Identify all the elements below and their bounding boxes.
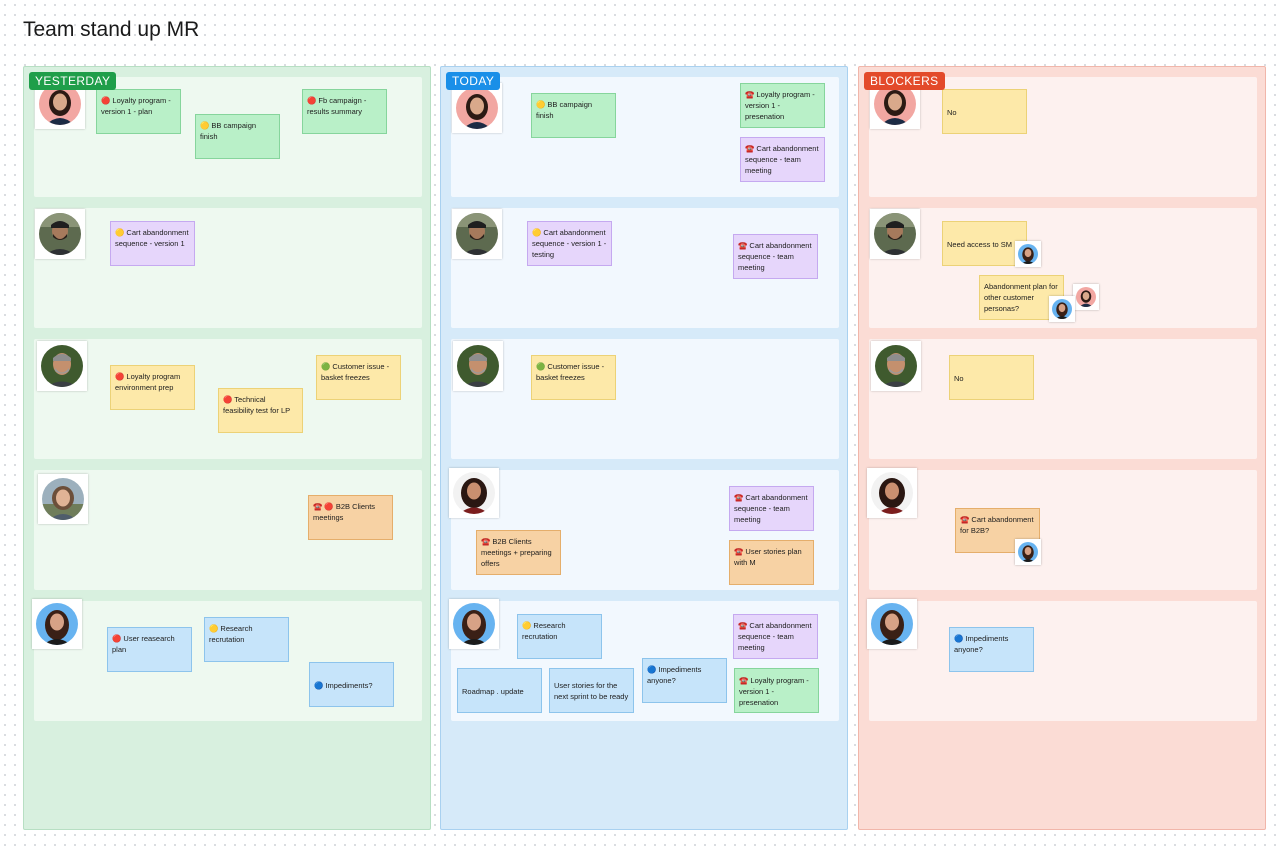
row-person-2: Need access to SM Abandonment plan for o… xyxy=(869,208,1257,328)
row-person-2: 🟡 Cart abandonment sequence - version 1 … xyxy=(451,208,839,328)
mini-avatar[interactable] xyxy=(1015,241,1041,267)
row-person-1: No xyxy=(869,77,1257,197)
row-person-3: 🟢 Customer issue - basket freezes xyxy=(451,339,839,459)
row-person-4: ☎️ Cart abandonment for B2B? xyxy=(869,470,1257,590)
sticky-note[interactable]: 🔵 Impediments anyone? xyxy=(949,627,1034,672)
row-person-5: 🟡 Research recrutation ☎️ Cart abandonme… xyxy=(451,601,839,721)
sticky-note[interactable]: 🔴 Fb campaign - results summary xyxy=(302,89,387,134)
avatar[interactable] xyxy=(38,474,88,524)
sticky-note[interactable]: Roadmap . update xyxy=(457,668,542,713)
column-yesterday: YESTERDAY 🔴 Loyalty program - version 1 … xyxy=(23,66,431,830)
avatar[interactable] xyxy=(870,209,920,259)
mini-avatar[interactable] xyxy=(1015,539,1041,565)
mini-avatar[interactable] xyxy=(1073,284,1099,310)
sticky-note[interactable]: User stories for the next sprint to be r… xyxy=(549,668,634,713)
sticky-note[interactable]: 🟡 Cart abandonment sequence - version 1 xyxy=(110,221,195,266)
board-title: Team stand up MR xyxy=(23,18,199,42)
sticky-note[interactable]: ☎️ Cart abandonment sequence - team meet… xyxy=(740,137,825,182)
sticky-note[interactable]: ☎️ Cart abandonment sequence - team meet… xyxy=(733,234,818,279)
column-label-blockers[interactable]: BLOCKERS xyxy=(864,72,945,90)
avatar[interactable] xyxy=(32,599,82,649)
avatar[interactable] xyxy=(452,209,502,259)
sticky-note[interactable]: 🟢 Customer issue - basket freezes xyxy=(531,355,616,400)
sticky-note[interactable]: No xyxy=(942,89,1027,134)
sticky-note[interactable]: 🟡 Research recrutation xyxy=(517,614,602,659)
sticky-note[interactable]: 🟢 Customer issue - basket freezes xyxy=(316,355,401,400)
sticky-note[interactable]: 🔴 Loyalty program - version 1 - plan xyxy=(96,89,181,134)
row-person-1: 🟡 BB campaign finish ☎️ Loyalty program … xyxy=(451,77,839,197)
row-person-5: 🔵 Impediments anyone? xyxy=(869,601,1257,721)
sticky-note[interactable]: 🟡 Research recrutation xyxy=(204,617,289,662)
avatar[interactable] xyxy=(452,83,502,133)
sticky-note[interactable]: 🔵 Impediments? xyxy=(309,662,394,707)
row-person-4: ☎️ 🔴 B2B Clients meetings xyxy=(34,470,422,590)
avatar[interactable] xyxy=(449,599,499,649)
sticky-note[interactable]: ☎️ User stories plan with M xyxy=(729,540,814,585)
mini-avatar[interactable] xyxy=(1049,296,1075,322)
column-label-today[interactable]: TODAY xyxy=(446,72,500,90)
sticky-note[interactable]: 🔴 Loyalty program environment prep xyxy=(110,365,195,410)
avatar[interactable] xyxy=(867,468,917,518)
sticky-note[interactable]: 🟡 Cart abandonment sequence - version 1 … xyxy=(527,221,612,266)
row-person-5: 🔴 User reasearch plan 🟡 Research recruta… xyxy=(34,601,422,721)
avatar[interactable] xyxy=(871,341,921,391)
row-person-3: No xyxy=(869,339,1257,459)
sticky-note[interactable]: 🔴 User reasearch plan xyxy=(107,627,192,672)
avatar[interactable] xyxy=(37,341,87,391)
sticky-note[interactable]: ☎️ Loyalty program - version 1 - presena… xyxy=(734,668,819,713)
sticky-note[interactable]: No xyxy=(949,355,1034,400)
row-person-4: ☎️ Cart abandonment sequence - team meet… xyxy=(451,470,839,590)
sticky-note[interactable]: ☎️ B2B Clients meetings + preparing offe… xyxy=(476,530,561,575)
avatar[interactable] xyxy=(35,209,85,259)
sticky-note[interactable]: 🔴 Technical feasibility test for LP xyxy=(218,388,303,433)
sticky-note[interactable]: 🟡 BB campaign finish xyxy=(531,93,616,138)
avatar[interactable] xyxy=(867,599,917,649)
avatar[interactable] xyxy=(453,341,503,391)
row-person-1: 🔴 Loyalty program - version 1 - plan 🟡 B… xyxy=(34,77,422,197)
column-today: TODAY 🟡 BB campaign finish ☎️ Loyalty pr… xyxy=(440,66,848,830)
sticky-note[interactable]: ☎️ 🔴 B2B Clients meetings xyxy=(308,495,393,540)
row-person-2: 🟡 Cart abandonment sequence - version 1 xyxy=(34,208,422,328)
sticky-note[interactable]: 🔵 Impediments anyone? xyxy=(642,658,727,703)
row-person-3: 🔴 Loyalty program environment prep 🔴 Tec… xyxy=(34,339,422,459)
sticky-note[interactable]: ☎️ Cart abandonment sequence - team meet… xyxy=(729,486,814,531)
sticky-note[interactable]: ☎️ Cart abandonment sequence - team meet… xyxy=(733,614,818,659)
avatar[interactable] xyxy=(449,468,499,518)
column-blockers: BLOCKERS No Need access to SM Abandonmen… xyxy=(858,66,1266,830)
column-label-yesterday[interactable]: YESTERDAY xyxy=(29,72,116,90)
sticky-note[interactable]: 🟡 BB campaign finish xyxy=(195,114,280,159)
sticky-note[interactable]: ☎️ Loyalty program - version 1 - presena… xyxy=(740,83,825,128)
